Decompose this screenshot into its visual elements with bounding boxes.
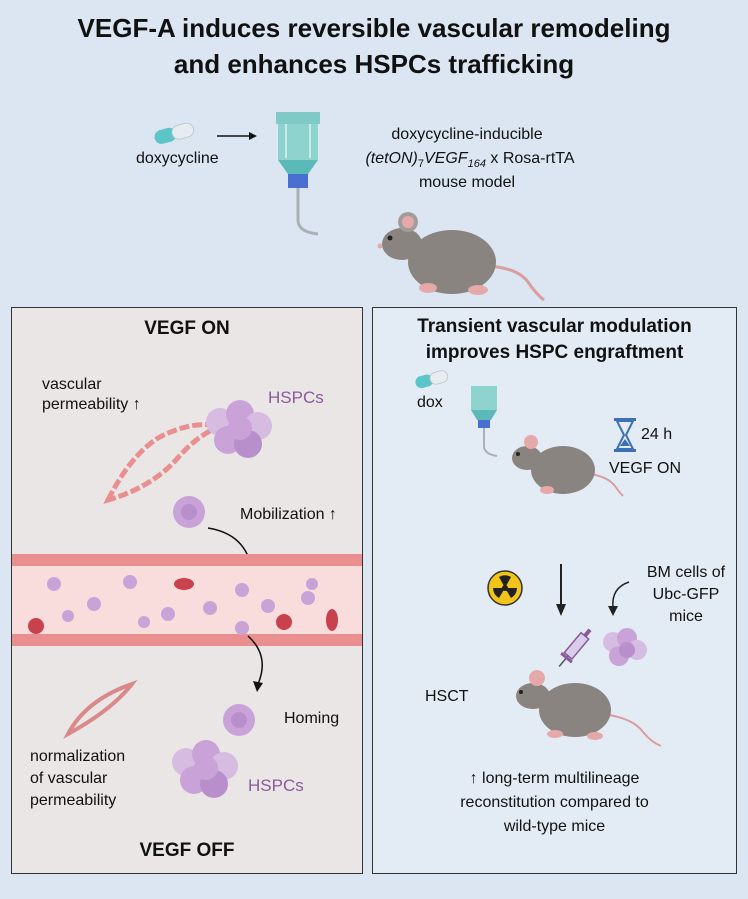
doxycycline-pill-icon <box>154 122 195 144</box>
time-label: 24 h <box>641 426 673 443</box>
normalization-label-line-2: of vascular <box>30 770 108 787</box>
vascular-label-line-2: permeability ↑ <box>42 396 141 413</box>
bm-label-line-3: mice <box>669 608 703 625</box>
homing-hspc-icon <box>223 704 255 736</box>
engraftment-panel: Transient vascular modulation improves H… <box>372 307 737 874</box>
vegf-on-heading: VEGF ON <box>144 318 230 339</box>
water-bottle-icon <box>276 112 320 236</box>
result-label-line-1: ↑ long-term multilineage <box>469 770 640 787</box>
bm-label-line-1: BM cells of <box>646 564 726 581</box>
mouse-model-label-line-2: (tetON)7VEGF164 x Rosa-rtTA <box>365 150 575 171</box>
hspcs-label-bottom: HSPCs <box>248 776 304 795</box>
bm-arrow-icon <box>608 581 630 616</box>
blood-vessel-icon <box>12 554 362 646</box>
figure-title: VEGF-A induces reversible vascular remod… <box>0 10 748 82</box>
radiation-icon <box>487 570 523 606</box>
hspcs-label-top: HSPCs <box>268 388 324 407</box>
hspc-cluster-bottom-icon <box>172 740 238 798</box>
mouse-icon-upper <box>512 435 624 497</box>
arrow-down-icon <box>556 564 566 616</box>
result-label-line-2: reconstitution compared to <box>460 794 649 811</box>
bm-cell-cluster-icon <box>603 628 647 666</box>
homing-arrow-icon <box>247 635 263 692</box>
engraftment-heading-line-1: Transient vascular modulation <box>417 316 692 337</box>
mouse-icon-lower <box>516 670 662 747</box>
hsct-label: HSCT <box>425 688 469 705</box>
vegf-on-label: VEGF ON <box>609 460 682 477</box>
result-label-line-3: wild-type mice <box>503 818 606 835</box>
mouse-model-label-line-3: mouse model <box>418 174 516 191</box>
normalization-label-line-3: permeability <box>30 792 117 809</box>
arrow-right-icon <box>217 132 257 140</box>
engraftment-heading-line-2: improves HSPC engraftment <box>425 342 684 363</box>
vegf-on-off-panel: VEGF ON vascular permeability ↑ HSPCs Mo… <box>11 307 363 874</box>
doxycycline-label: doxycycline <box>136 150 219 167</box>
hspc-cell-icon <box>173 496 205 528</box>
syringe-icon <box>558 628 592 667</box>
hourglass-icon <box>614 418 636 452</box>
vascular-label-line-1: vascular <box>42 376 102 393</box>
homing-label: Homing <box>284 710 340 727</box>
vegf-off-heading: VEGF OFF <box>139 840 235 861</box>
bm-label-line-2: Ubc-GFP <box>652 586 720 603</box>
small-bottle-icon <box>471 386 498 457</box>
dox-label: dox <box>417 394 443 411</box>
normalization-label-line-1: normalization <box>30 748 126 765</box>
mobilization-label: Mobilization ↑ <box>240 506 337 523</box>
title-line-1: VEGF-A induces reversible vascular remod… <box>77 13 671 43</box>
title-line-2: and enhances HSPCs trafficking <box>173 49 575 79</box>
normal-vessel-icon <box>63 679 138 739</box>
hspc-cluster-top-icon <box>206 400 272 458</box>
dox-pill-icon <box>415 370 449 389</box>
mouse-model-label-line-1: doxycycline-inducible <box>391 126 543 143</box>
mouse-icon <box>377 212 545 302</box>
